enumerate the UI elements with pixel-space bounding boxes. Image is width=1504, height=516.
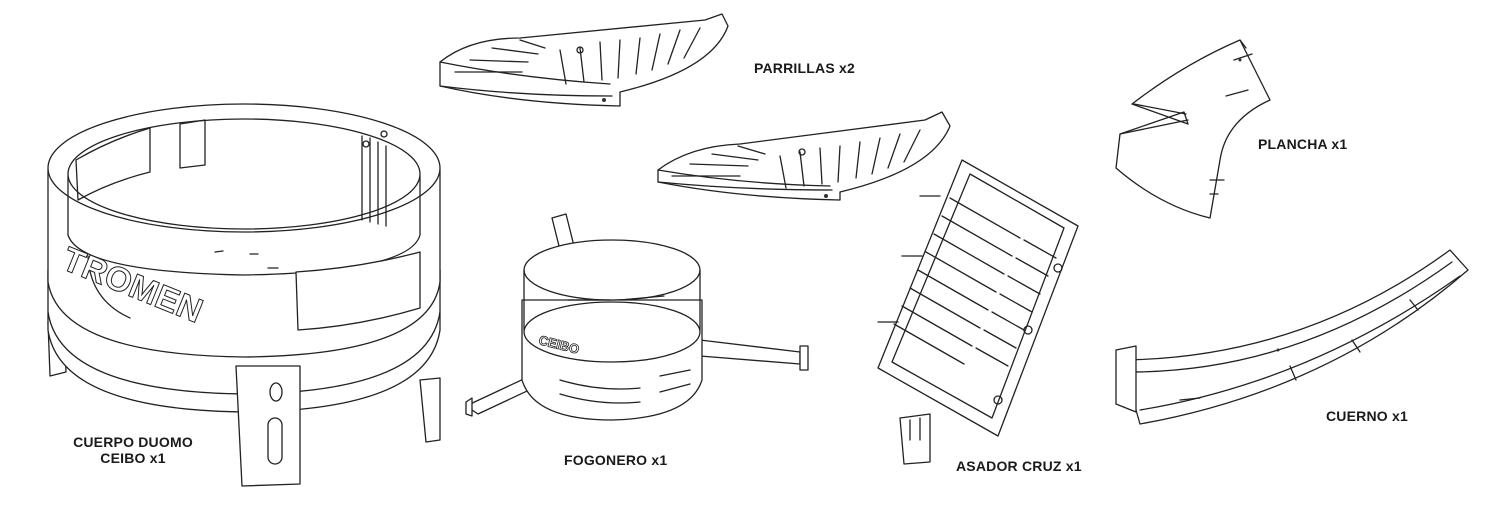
- label-cuerno: CUERNO x1: [1326, 408, 1408, 424]
- label-parrillas: PARRILLAS x2: [754, 60, 855, 76]
- plancha-plate: [1115, 39, 1271, 219]
- asador-spike: [899, 413, 931, 465]
- asador-cruz-drawing: [877, 159, 1079, 465]
- plancha-drawing: [1115, 39, 1271, 219]
- label-asador: ASADOR CRUZ x1: [956, 458, 1082, 474]
- label-cuerpo-line1: CUERPO DUOMO: [73, 434, 193, 450]
- label-fogonero: FOGONERO x1: [564, 452, 668, 468]
- inner-rim: [67, 118, 421, 230]
- cuerno-body: [1115, 249, 1469, 425]
- fogonero-drawing: CEIBO: [465, 213, 809, 421]
- fogonero-body: [521, 299, 703, 421]
- label-plancha: PLANCHA x1: [1258, 136, 1348, 152]
- cuerno-drawing: [1115, 249, 1469, 425]
- asador-frame: [877, 159, 1079, 437]
- top-rim: [47, 103, 441, 233]
- cuerpo-duomo-drawing: TROMEN: [47, 103, 441, 487]
- parrilla-2-drawing: [657, 111, 951, 201]
- label-cuerpo: CUERPO DUOMO CEIBO x1: [58, 434, 208, 466]
- front-window-right: [295, 251, 421, 331]
- label-cuerpo-line2: CEIBO x1: [100, 450, 166, 466]
- parrilla-1-drawing: [439, 13, 729, 107]
- side-leg: [419, 377, 441, 443]
